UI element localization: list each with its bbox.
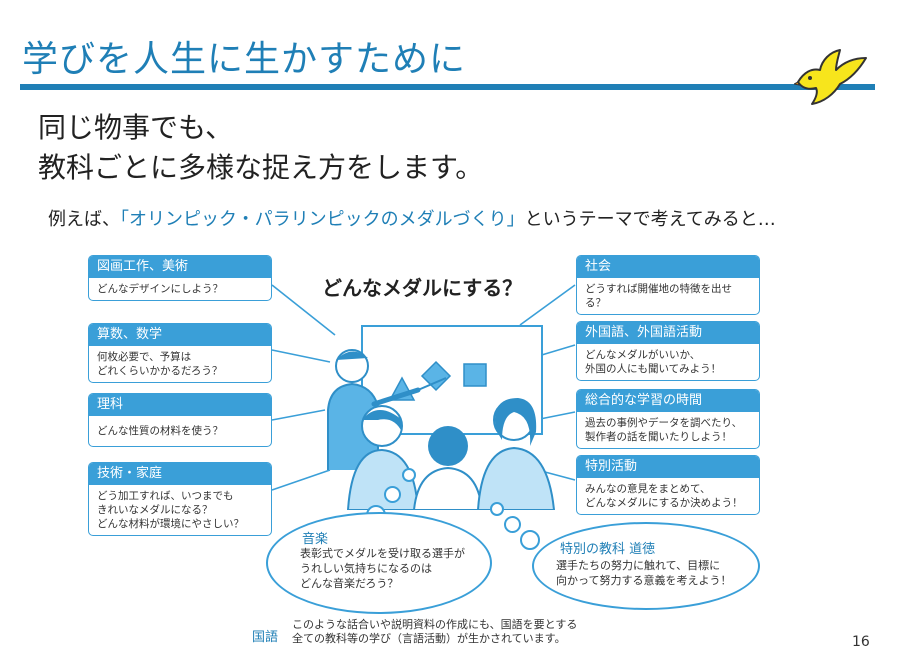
bubble-text: 選手たちの努力に触れて、目標に 向かって努力する意義を考えよう！ bbox=[556, 558, 731, 588]
question-line: きれいなメダルになる？ bbox=[97, 504, 213, 516]
subject-box-foreign-language: 外国語、外国語活動 どんなメダルがいいか、 外国の人にも聞いてみよう！ bbox=[576, 321, 760, 381]
bubble-line: 選手たちの努力に触れて、目標に bbox=[556, 559, 721, 572]
thought-dot bbox=[520, 530, 540, 550]
music-bubble bbox=[266, 512, 492, 614]
question-line: 過去の事例やデータを調べたり、 bbox=[585, 417, 743, 429]
subject-title: 外国語、外国語活動 bbox=[577, 322, 759, 344]
thought-dot bbox=[402, 468, 416, 482]
example-theme: 「オリンピック・パラリンピックのメダルづくり」 bbox=[120, 209, 525, 230]
footer-subject-label: 国語 bbox=[252, 630, 279, 645]
question-line: どう加工すれば、いつまでも bbox=[97, 490, 234, 502]
subject-question: みんなの意見をまとめて、 どんなメダルにするか決めよう！ bbox=[577, 478, 759, 514]
subject-title: 算数、数学 bbox=[89, 324, 271, 346]
subject-box-integrated-study: 総合的な学習の時間 過去の事例やデータを調べたり、 製作者の話を聞いたりしよう！ bbox=[576, 389, 760, 449]
lead-line-2: 教科ごとに多様な捉え方をします。 bbox=[38, 151, 484, 184]
bubble-title: 音楽 bbox=[302, 532, 329, 547]
subject-title: 理科 bbox=[89, 394, 271, 416]
page-number: 16 bbox=[852, 634, 870, 650]
subject-box-technology-home: 技術・家庭 どう加工すれば、いつまでも きれいなメダルになる？ どんな材料が環境… bbox=[88, 462, 272, 536]
footer-note: このような話合いや説明資料の作成にも、国語を要とする 全ての教科等の学び（言語活… bbox=[292, 618, 577, 646]
moral-bubble bbox=[532, 522, 760, 610]
question-line: どうすれば開催地の特徴を出せる？ bbox=[585, 283, 732, 309]
question-line: どんなメダルがいいか、 bbox=[585, 349, 701, 361]
question-line: どんな材料が環境にやさしい？ bbox=[97, 518, 244, 530]
question-line: どれくらいかかるだろう？ bbox=[97, 365, 223, 377]
slide-title: 学びを人生に生かすために bbox=[22, 39, 467, 80]
question-line: 製作者の話を聞いたりしよう！ bbox=[585, 431, 732, 443]
bubble-line: どんな音楽だろう？ bbox=[300, 577, 399, 590]
question-line: みんなの意見をまとめて、 bbox=[585, 483, 711, 495]
student-middle bbox=[412, 426, 484, 510]
example-suffix: というテーマで考えてみると… bbox=[524, 209, 776, 230]
subject-question: どんな性質の材料を使う？ bbox=[89, 416, 271, 446]
thought-dot bbox=[504, 516, 521, 533]
question-line: 何枚必要で、予算は bbox=[97, 351, 192, 363]
footer-line: 全ての教科等の学び（言語活動）が生かされています。 bbox=[292, 632, 566, 645]
bubble-line: 向かって努力する意義を考えよう！ bbox=[556, 574, 732, 587]
student-right bbox=[476, 398, 556, 510]
example-sentence: 例えば、「オリンピック・パラリンピックのメダルづくり」というテーマで考えてみると… bbox=[48, 205, 776, 231]
question-line: 外国の人にも聞いてみよう！ bbox=[585, 363, 722, 375]
subject-box-math: 算数、数学 何枚必要で、予算は どれくらいかかるだろう？ bbox=[88, 323, 272, 383]
center-question: どんなメダルにする？ bbox=[322, 276, 523, 300]
question-line: どんなデザインにしよう？ bbox=[97, 283, 223, 295]
example-prefix: 例えば、 bbox=[48, 209, 120, 230]
subject-box-social: 社会 どうすれば開催地の特徴を出せる？ bbox=[576, 255, 760, 315]
thought-dot bbox=[490, 502, 504, 516]
subject-question: どんなデザインにしよう？ bbox=[89, 278, 271, 300]
bubble-title: 特別の教科 道徳 bbox=[560, 542, 656, 557]
subject-title: 社会 bbox=[577, 256, 759, 278]
lead-text: 同じ物事でも、 教科ごとに多様な捉え方をします。 bbox=[38, 108, 483, 188]
footer-line: このような話合いや説明資料の作成にも、国語を要とする bbox=[292, 618, 578, 631]
thought-dot bbox=[384, 486, 401, 503]
subject-box-art: 図画工作、美術 どんなデザインにしよう？ bbox=[88, 255, 272, 301]
bubble-text: 表彰式でメダルを受け取る選手が うれしい気持ちになるのは どんな音楽だろう？ bbox=[300, 546, 465, 591]
question-line: どんな性質の材料を使う？ bbox=[97, 425, 223, 437]
subject-title: 総合的な学習の時間 bbox=[577, 390, 759, 412]
classroom-illustration bbox=[327, 325, 556, 510]
subject-title: 図画工作、美術 bbox=[89, 256, 271, 278]
subject-question: どんなメダルがいいか、 外国の人にも聞いてみよう！ bbox=[577, 344, 759, 380]
subject-question: どうすれば開催地の特徴を出せる？ bbox=[577, 278, 759, 314]
subject-title: 特別活動 bbox=[577, 456, 759, 478]
bird-icon bbox=[794, 49, 867, 105]
subject-box-special-activities: 特別活動 みんなの意見をまとめて、 どんなメダルにするか決めよう！ bbox=[576, 455, 760, 515]
teacher-figure bbox=[327, 349, 447, 470]
square-shape bbox=[463, 363, 487, 387]
subject-question: どう加工すれば、いつまでも きれいなメダルになる？ どんな材料が環境にやさしい？ bbox=[89, 485, 271, 535]
bubble-line: うれしい気持ちになるのは bbox=[300, 562, 432, 575]
subject-title: 技術・家庭 bbox=[89, 463, 271, 485]
subject-question: 過去の事例やデータを調べたり、 製作者の話を聞いたりしよう！ bbox=[577, 412, 759, 448]
diamond-shape bbox=[420, 360, 452, 392]
lead-line-1: 同じ物事でも、 bbox=[38, 111, 234, 144]
question-line: どんなメダルにするか決めよう！ bbox=[585, 497, 743, 509]
title-divider bbox=[20, 84, 875, 90]
subject-box-science: 理科 どんな性質の材料を使う？ bbox=[88, 393, 272, 447]
bubble-line: 表彰式でメダルを受け取る選手が bbox=[300, 547, 465, 560]
subject-question: 何枚必要で、予算は どれくらいかかるだろう？ bbox=[89, 346, 271, 382]
